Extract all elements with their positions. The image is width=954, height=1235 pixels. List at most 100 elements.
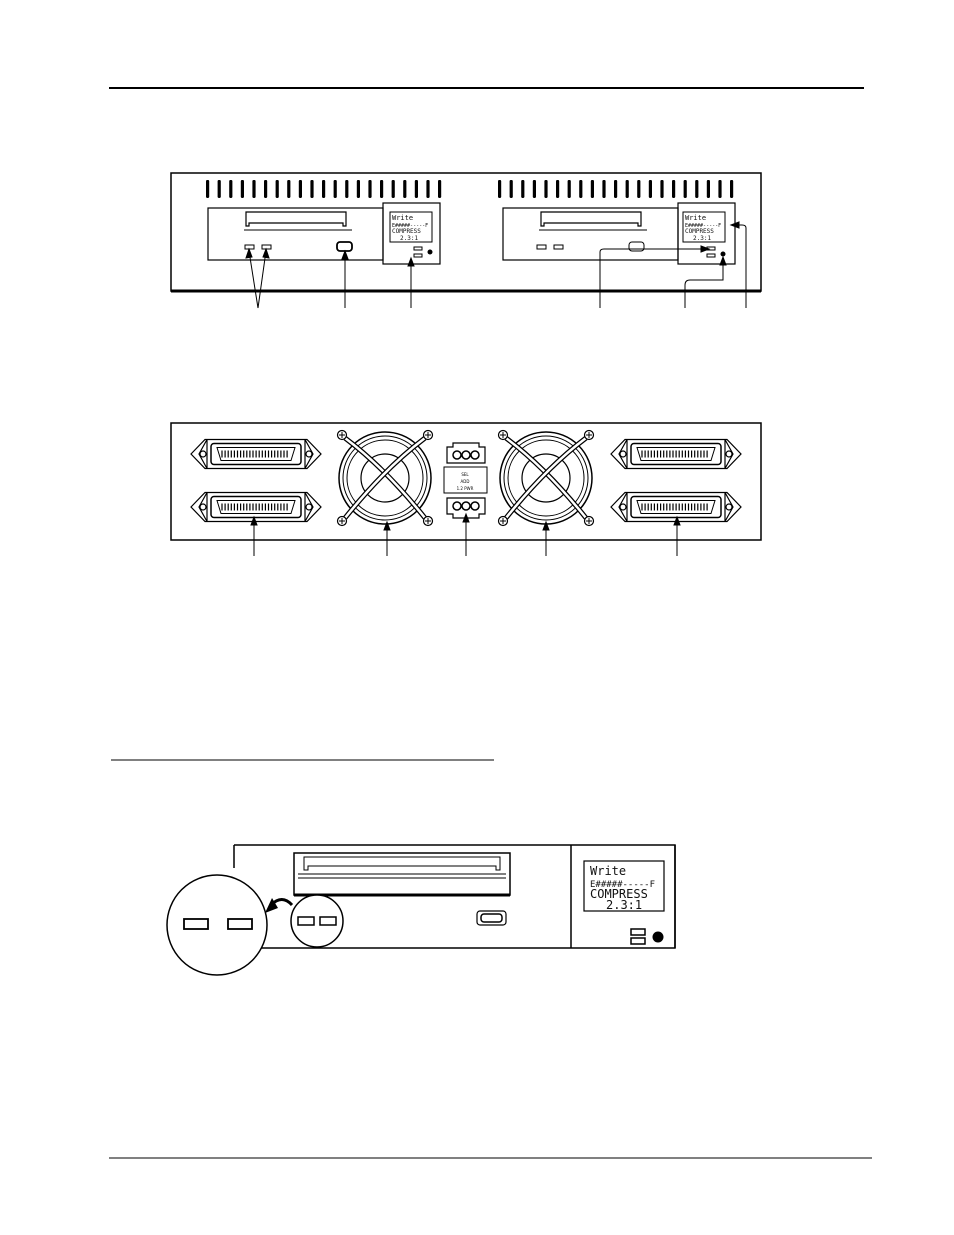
vent-slot bbox=[579, 180, 583, 198]
drive-1-power-indicator bbox=[427, 249, 433, 255]
vent-slot bbox=[556, 180, 560, 198]
power-label-line3: 1.2 PWR bbox=[457, 486, 474, 491]
magnified-led-1 bbox=[183, 918, 209, 930]
vent-slot bbox=[322, 180, 326, 198]
vent-slot bbox=[217, 180, 221, 198]
vent-slot bbox=[498, 180, 502, 198]
rear-callouts bbox=[250, 512, 681, 556]
vent-slot bbox=[287, 180, 291, 198]
vent-slot bbox=[521, 180, 525, 198]
vent-slot bbox=[637, 180, 641, 198]
drive-2-power-indicator bbox=[720, 251, 726, 257]
vent-slot bbox=[602, 180, 606, 198]
vent-slot bbox=[310, 180, 314, 198]
drive-1-lcd-line3: COMPRESS bbox=[392, 228, 421, 235]
vent-slot bbox=[695, 180, 699, 198]
detail-lcd-line1: Write bbox=[590, 864, 626, 878]
drive-1-status-led-1 bbox=[413, 246, 423, 251]
front-callouts bbox=[245, 221, 747, 309]
vent-slot bbox=[356, 180, 360, 198]
power-label-line2: ADD bbox=[461, 479, 470, 484]
drive-2-lcd-line4: 2.3:1 bbox=[693, 235, 711, 242]
magnified-led-circle bbox=[166, 874, 268, 976]
detail-lcd-line2: E#####-----F bbox=[590, 880, 655, 890]
vent-slot bbox=[730, 180, 734, 198]
detail-lcd-line4: 2.3:1 bbox=[606, 898, 642, 912]
vent-slot bbox=[333, 180, 337, 198]
vent-slot bbox=[229, 180, 233, 198]
vent-slot bbox=[532, 180, 536, 198]
power-label-line1: SEL bbox=[461, 472, 469, 477]
drive-2-control-panel bbox=[677, 202, 736, 265]
detail-status-led-1 bbox=[630, 928, 646, 936]
vent-slot bbox=[240, 180, 244, 198]
tape-drive-2: Write E#####-----F COMPRESS 2.3:1 bbox=[502, 202, 736, 265]
detail-power-indicator bbox=[652, 931, 664, 943]
detail-status-led-2 bbox=[630, 937, 646, 945]
drive-1-lcd bbox=[389, 211, 433, 243]
vent-slot bbox=[683, 180, 687, 198]
drive-1-tape-slot bbox=[245, 211, 347, 227]
detail-eject-button bbox=[476, 910, 507, 926]
vent-slot bbox=[298, 180, 302, 198]
vent-slot bbox=[275, 180, 279, 198]
detail-lcd bbox=[583, 860, 665, 912]
vent-slot bbox=[706, 180, 710, 198]
cooling-fan-right bbox=[497, 429, 595, 527]
vent-slot bbox=[567, 180, 571, 198]
drive-2-led-2 bbox=[553, 244, 564, 250]
vent-slot bbox=[380, 180, 384, 198]
vent-slot bbox=[206, 180, 210, 198]
vent-slot bbox=[590, 180, 594, 198]
tape-drive-1: Write E#####-----F COMPRESS 2.3:1 bbox=[207, 202, 441, 265]
drive-1-lcd-line4: 2.3:1 bbox=[400, 235, 418, 242]
drive-2-status-led-2 bbox=[706, 253, 716, 258]
power-connector-top bbox=[446, 442, 486, 464]
detail-led-1 bbox=[297, 916, 315, 926]
vent-slot bbox=[426, 180, 430, 198]
detail-lcd-line3: COMPRESS bbox=[590, 887, 648, 901]
vent-slot bbox=[672, 180, 676, 198]
vent-slot bbox=[614, 180, 618, 198]
vent-slot bbox=[660, 180, 664, 198]
power-label-panel bbox=[443, 466, 488, 494]
vent-slots-right bbox=[498, 180, 734, 198]
drive-2-led-1 bbox=[536, 244, 547, 250]
scsi-connector-right-bottom bbox=[610, 491, 742, 523]
vent-slot bbox=[718, 180, 722, 198]
drive-2-lcd-line2: E#####-----F bbox=[685, 223, 721, 229]
vent-slot bbox=[648, 180, 652, 198]
front-panel-diagram: Write E#####-----F COMPRESS 2.3:1 Write … bbox=[170, 172, 762, 309]
drive-2-lcd-line3: COMPRESS bbox=[685, 228, 714, 235]
magnified-led-2 bbox=[227, 918, 253, 930]
vent-slot bbox=[414, 180, 418, 198]
cooling-fan-left bbox=[336, 429, 434, 527]
vent-slot bbox=[509, 180, 513, 198]
vent-slots-left bbox=[206, 180, 442, 198]
vent-slot bbox=[544, 180, 548, 198]
drive-1-status-led-2 bbox=[413, 253, 423, 258]
vent-slot bbox=[368, 180, 372, 198]
vent-slot bbox=[403, 180, 407, 198]
scsi-connector-left-bottom bbox=[190, 491, 322, 523]
vent-slot bbox=[438, 180, 442, 198]
vent-slot bbox=[625, 180, 629, 198]
drive-1-lcd-line1: Write bbox=[392, 214, 413, 222]
drive-2-lcd-line1: Write bbox=[685, 214, 706, 222]
power-connector-bottom bbox=[446, 497, 486, 519]
scsi-connector-left-top bbox=[190, 438, 322, 470]
vent-slot bbox=[264, 180, 268, 198]
drive-2-eject-button bbox=[628, 241, 645, 252]
detail-led-2 bbox=[319, 916, 337, 926]
drive-2-tape-slot bbox=[540, 211, 642, 227]
vent-slot bbox=[391, 180, 395, 198]
rear-panel-diagram: SEL ADD 1.2 PWR bbox=[170, 422, 762, 556]
detail-led-highlight-ring bbox=[290, 894, 344, 948]
drive-detail-diagram: Write E#####-----F COMPRESS 2.3:1 bbox=[166, 844, 676, 976]
power-module: SEL ADD 1.2 PWR bbox=[443, 442, 488, 519]
drive-2-lcd bbox=[682, 211, 726, 243]
vent-slot bbox=[252, 180, 256, 198]
scsi-connector-right-top bbox=[610, 438, 742, 470]
vent-slot bbox=[345, 180, 349, 198]
